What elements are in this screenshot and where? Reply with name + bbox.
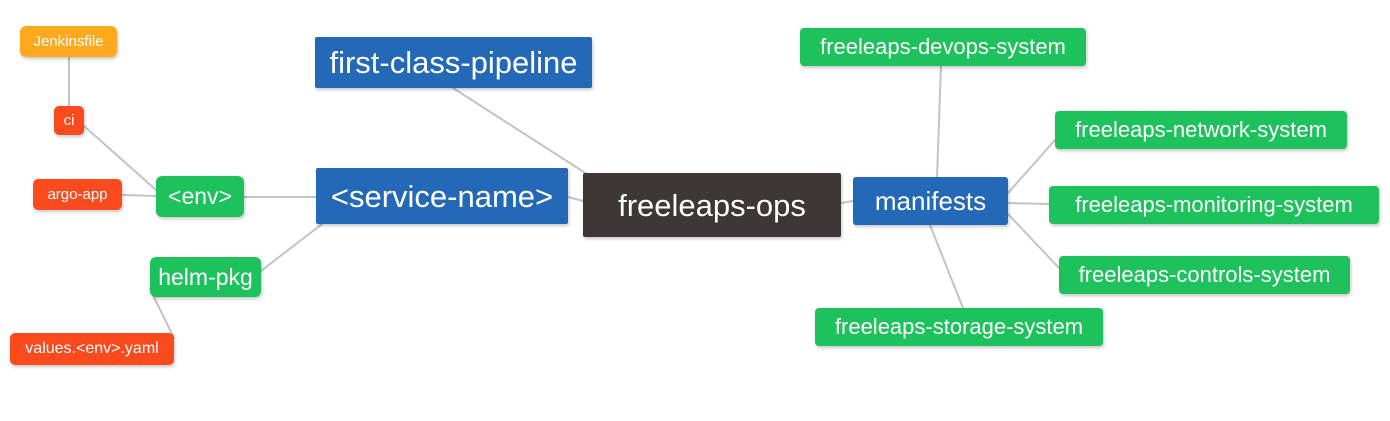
mindmap-node-label: ci — [63, 112, 75, 129]
mindmap-node-label: freeleaps-network-system — [1075, 117, 1327, 142]
mindmap-node-label: freeleaps-storage-system — [834, 314, 1084, 339]
mindmap-node-service-name[interactable]: <service-name> — [316, 168, 568, 224]
mindmap-node-label: <service-name> — [330, 178, 554, 214]
mindmap-node-freeleaps-network-system[interactable]: freeleaps-network-system — [1055, 111, 1347, 149]
mindmap-node-manifests[interactable]: manifests — [853, 177, 1008, 225]
mindmap-node-label: first-class-pipeline — [329, 45, 578, 80]
mindmap-node-freeleaps-devops-system[interactable]: freeleaps-devops-system — [800, 28, 1086, 66]
mindmap-node-label: freeleaps-ops — [618, 187, 806, 223]
mindmap-node-first-class-pipeline[interactable]: first-class-pipeline — [315, 37, 592, 88]
mindmap-node-label: freeleaps-controls-system — [1078, 262, 1331, 287]
edge-freeleaps-ops-to-first-class-pipeline — [452, 87, 591, 177]
mindmap-node-freeleaps-storage-system[interactable]: freeleaps-storage-system — [815, 308, 1103, 346]
mindmap-node-label: freeleaps-devops-system — [820, 34, 1066, 59]
edge-manifests-to-freeleaps-network-system — [1007, 139, 1056, 194]
mindmap-node-freeleaps-controls-system[interactable]: freeleaps-controls-system — [1059, 256, 1350, 294]
mindmap-node-label: Jenkinsfile — [33, 33, 104, 50]
mindmap-node-argo-app[interactable]: argo-app — [33, 179, 122, 210]
mindmap-node-freeleaps-ops[interactable]: freeleaps-ops — [583, 173, 841, 237]
edge-freeleaps-ops-to-service-name — [567, 196, 584, 202]
mindmap-node-label: argo-app — [47, 186, 108, 203]
mindmap-node-freeleaps-monitoring-system[interactable]: freeleaps-monitoring-system — [1049, 186, 1379, 224]
mindmap-node-label: values.<env>.yaml — [25, 340, 159, 357]
mindmap-node-values-yaml[interactable]: values.<env>.yaml — [10, 333, 174, 365]
mindmap-node-jenkinsfile[interactable]: Jenkinsfile — [20, 26, 117, 57]
mindmap-node-label: freeleaps-monitoring-system — [1075, 192, 1353, 217]
edge-freeleaps-ops-to-manifests — [840, 200, 854, 204]
edge-env-to-argo-app — [121, 194, 157, 197]
edge-service-name-to-helm-pkg — [260, 223, 323, 272]
mindmap-node-label: helm-pkg — [158, 263, 253, 290]
mindmap-node-ci[interactable]: ci — [54, 106, 84, 135]
edge-manifests-to-freeleaps-monitoring-system — [1007, 202, 1050, 205]
mindmap-node-env[interactable]: <env> — [156, 176, 244, 217]
mindmap-node-label: manifests — [874, 186, 987, 216]
mindmap-node-label: <env> — [168, 183, 232, 209]
mindmap-node-helm-pkg[interactable]: helm-pkg — [150, 257, 261, 297]
edge-manifests-to-freeleaps-storage-system — [929, 224, 964, 309]
edge-manifests-to-freeleaps-devops-system — [936, 65, 942, 178]
